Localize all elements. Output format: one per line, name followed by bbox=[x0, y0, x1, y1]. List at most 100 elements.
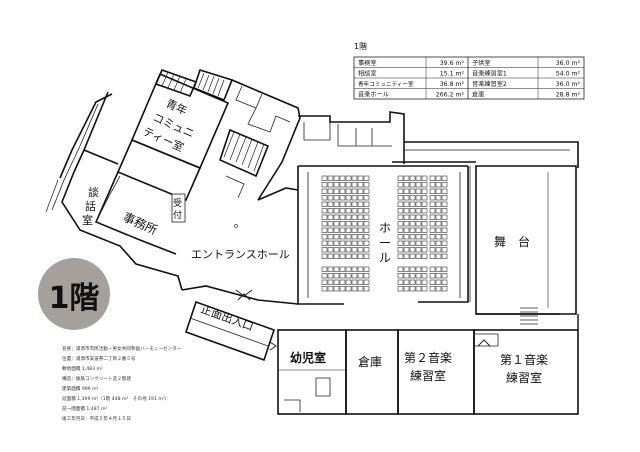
table-row-3-name1: 青年コミュニティー室 bbox=[358, 80, 414, 88]
hall-seat bbox=[321, 195, 328, 201]
storage-outline bbox=[345, 329, 399, 415]
hall-seat bbox=[357, 253, 364, 259]
hall-seat bbox=[441, 227, 448, 233]
hall-seat bbox=[333, 195, 340, 201]
hall-seat bbox=[363, 273, 370, 279]
hall-seat bbox=[345, 208, 352, 214]
hall-seat bbox=[441, 175, 448, 181]
music-room-1-outline bbox=[473, 329, 579, 415]
hall-seat bbox=[345, 253, 352, 259]
hall-seat bbox=[339, 182, 346, 188]
hall-seat bbox=[339, 240, 346, 246]
hall-seat bbox=[441, 221, 448, 227]
hall-seat bbox=[327, 188, 334, 194]
hall-seat bbox=[327, 221, 334, 227]
info-line-3: 敷地面積 1,483 m² bbox=[62, 365, 103, 372]
hall-seat bbox=[363, 279, 370, 285]
kids-room-outline bbox=[277, 329, 347, 415]
hall-seat bbox=[441, 182, 448, 188]
hall-seat bbox=[429, 286, 436, 292]
hall-seat bbox=[363, 227, 370, 233]
hall-seat bbox=[429, 201, 436, 207]
table-row-1-name2: 子供室 bbox=[472, 59, 491, 67]
hall-seat bbox=[397, 214, 404, 220]
table-row-4-area2: 28.8 m² bbox=[556, 92, 581, 99]
hall-seat bbox=[351, 214, 358, 220]
kids-room-label: 幼児室 bbox=[290, 350, 326, 365]
hall-seat bbox=[415, 253, 422, 259]
hall-seat bbox=[345, 286, 352, 292]
hall-seat bbox=[339, 266, 346, 272]
hall-seat bbox=[363, 234, 370, 240]
hall-seat bbox=[409, 286, 416, 292]
hall-seat bbox=[339, 253, 346, 259]
hall-seat bbox=[403, 247, 410, 253]
hall-seat bbox=[327, 182, 334, 188]
hall-seat bbox=[409, 273, 416, 279]
hall-seat bbox=[333, 175, 340, 181]
hall-seat bbox=[333, 266, 340, 272]
stage-label: 舞 台 bbox=[494, 234, 530, 249]
hall-seat bbox=[415, 175, 422, 181]
hall-seat bbox=[351, 208, 358, 214]
hall-seat bbox=[441, 234, 448, 240]
hall-seat bbox=[345, 201, 352, 207]
floor-badge: 1階 bbox=[38, 258, 110, 330]
hall-seat bbox=[345, 279, 352, 285]
hall-seat bbox=[415, 286, 422, 292]
hall-seat bbox=[409, 208, 416, 214]
hall-seat bbox=[321, 273, 328, 279]
hall-seat bbox=[415, 201, 422, 207]
floor-badge-circle bbox=[38, 258, 110, 330]
table-row-3-area2: 36.0 m² bbox=[556, 81, 581, 88]
hall-seat bbox=[333, 227, 340, 233]
hall-seat bbox=[339, 175, 346, 181]
hall-seat bbox=[421, 195, 428, 201]
hall-seat bbox=[321, 240, 328, 246]
hall-seat bbox=[327, 279, 334, 285]
info-line-8: 竣工年月日：平成５年４月１５日 bbox=[62, 415, 131, 422]
hall-seat bbox=[351, 253, 358, 259]
hall-seat bbox=[429, 253, 436, 259]
hall-seat bbox=[441, 214, 448, 220]
hall-seat bbox=[397, 195, 404, 201]
hall-seat bbox=[429, 188, 436, 194]
info-line-2: 位置：浦添市安波茶二丁目２番５号 bbox=[62, 355, 136, 362]
hall-seat bbox=[339, 273, 346, 279]
hall-seat bbox=[435, 286, 442, 292]
hall-seat bbox=[397, 227, 404, 233]
hall-seat bbox=[409, 214, 416, 220]
hall-seat bbox=[409, 188, 416, 194]
table-row-2-area2: 54.0 m² bbox=[556, 71, 581, 78]
hall-seat bbox=[345, 240, 352, 246]
hall-seat bbox=[397, 286, 404, 292]
hall-seat bbox=[397, 253, 404, 259]
hall-seat bbox=[397, 273, 404, 279]
hall-seat bbox=[321, 214, 328, 220]
hall-seat bbox=[421, 201, 428, 207]
hall-seat bbox=[333, 279, 340, 285]
entrance-hall-label: エントランスホール bbox=[191, 248, 290, 261]
info-line-4: 構造：鉄筋コンクリート造２階建 bbox=[62, 375, 131, 382]
building-info: 名称：浦添市市民活動・男女共同参画ハーモニーセンター 位置：浦添市安波茶二丁目２… bbox=[62, 345, 182, 422]
hall-seat bbox=[421, 266, 428, 272]
hall-seat bbox=[403, 195, 410, 201]
hall-seat bbox=[429, 266, 436, 272]
hall-seat bbox=[327, 266, 334, 272]
hall-seat bbox=[435, 247, 442, 253]
hall-seat bbox=[351, 266, 358, 272]
hall-seat bbox=[397, 201, 404, 207]
hall-seat bbox=[327, 208, 334, 214]
hall-seat bbox=[339, 208, 346, 214]
hall-seat bbox=[345, 182, 352, 188]
hall-seat bbox=[351, 247, 358, 253]
hall-seat bbox=[421, 240, 428, 246]
hall-seat bbox=[339, 188, 346, 194]
info-line-7: 前一階面積 1,487 m² bbox=[62, 405, 108, 412]
hall-seat bbox=[409, 266, 416, 272]
upper-stair-block bbox=[193, 69, 234, 102]
hall-seat bbox=[363, 247, 370, 253]
hall-seat bbox=[363, 266, 370, 272]
